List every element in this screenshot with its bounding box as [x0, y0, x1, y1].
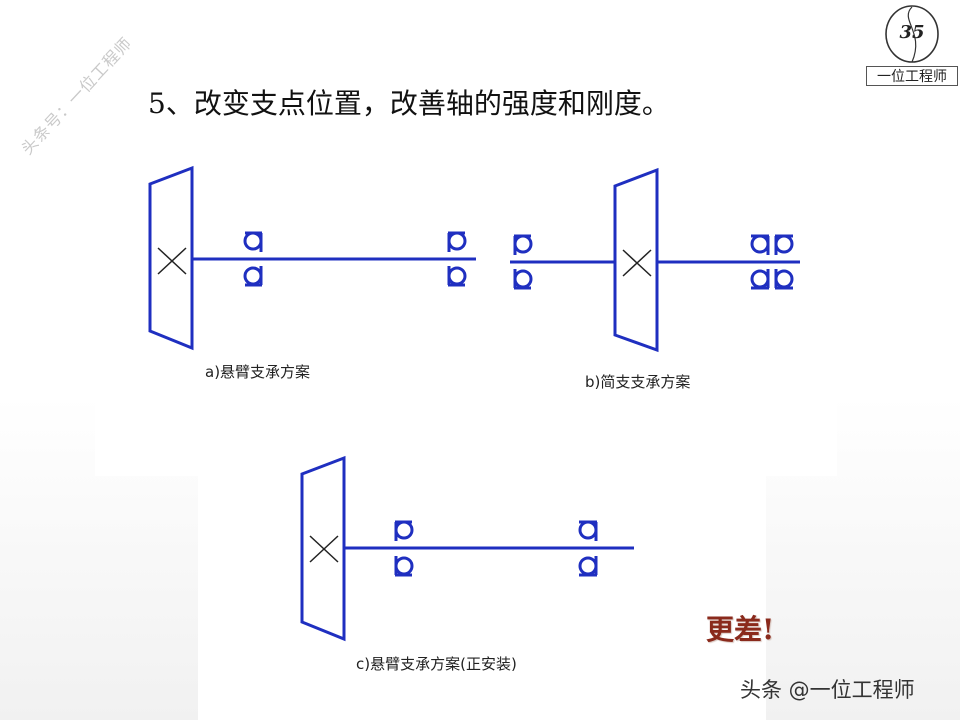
diagram-panel-bottom	[198, 476, 766, 720]
bearing-b-2	[750, 234, 794, 290]
diagram-c	[300, 455, 634, 642]
bearing-a-1	[243, 231, 263, 287]
bearing-b-1	[513, 234, 533, 290]
bearing-a-2	[447, 231, 467, 287]
caption-b: b)简支支承方案	[585, 373, 691, 391]
caption-c: c)悬臂支承方案(正安装)	[356, 655, 517, 673]
slide-heading: 5、改变支点位置，改善轴的强度和刚度。	[148, 87, 670, 120]
logo-mark: 35	[899, 22, 924, 43]
diagram-panel-top	[95, 148, 837, 476]
gear-c-cross-2	[309, 535, 339, 563]
credit-text: 头条 @一位工程师	[740, 678, 915, 702]
verdict-text: 更差!	[706, 613, 775, 646]
gear-a	[148, 165, 194, 351]
caption-a: a)悬臂支承方案	[205, 363, 311, 381]
bearing-c-2	[578, 520, 598, 577]
diagram-a	[148, 165, 476, 351]
gear-a-cross-2	[157, 247, 187, 275]
logo-icon: 35	[885, 5, 939, 63]
gear-c	[300, 455, 346, 642]
bearing-c-1	[394, 520, 414, 577]
diagram-b	[510, 167, 800, 353]
gear-b-cross-2	[622, 249, 652, 277]
gear-b	[613, 167, 659, 353]
logo-caption: 一位工程师	[866, 66, 958, 86]
